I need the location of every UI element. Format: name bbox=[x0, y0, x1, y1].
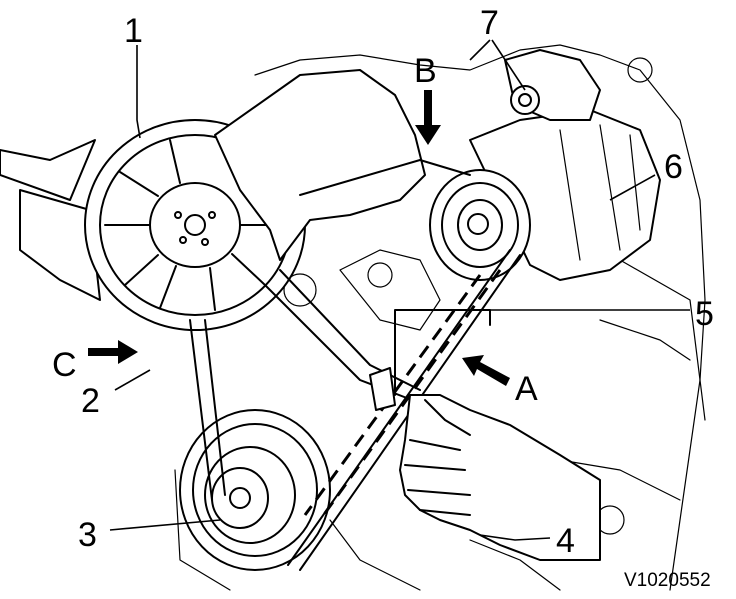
callout-6: 6 bbox=[664, 148, 683, 186]
figure-reference-code: V1020552 bbox=[624, 570, 711, 591]
callout-5: 5 bbox=[695, 295, 714, 333]
crankshaft-pulley bbox=[179, 409, 331, 571]
arrow-A bbox=[462, 355, 510, 386]
callout-B: B bbox=[414, 52, 437, 90]
callout-A: A bbox=[515, 370, 538, 408]
hand bbox=[399, 394, 601, 561]
alternator-pulley bbox=[429, 169, 531, 281]
callout-3: 3 bbox=[78, 516, 97, 554]
callout-4: 4 bbox=[556, 522, 575, 560]
arrow-B bbox=[415, 90, 441, 145]
callout-7: 7 bbox=[480, 4, 499, 42]
arrow-C bbox=[88, 340, 138, 364]
bracket-housing bbox=[0, 139, 101, 301]
callout-C: C bbox=[52, 346, 77, 384]
pulley-guard bbox=[214, 69, 426, 261]
callout-2: 2 bbox=[81, 382, 100, 420]
callout-1: 1 bbox=[124, 12, 143, 50]
leader-lines bbox=[109, 39, 690, 541]
